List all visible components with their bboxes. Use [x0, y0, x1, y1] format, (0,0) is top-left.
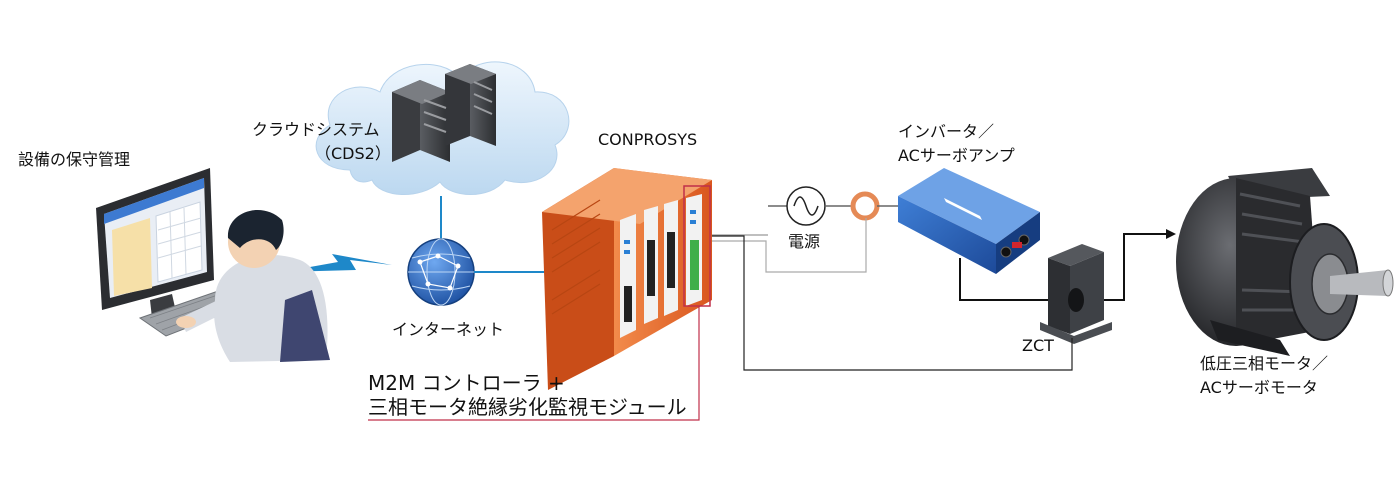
internet-label: インターネット — [392, 320, 505, 339]
inverter-motor-wire — [959, 233, 1166, 301]
current-sensor-ring-icon — [850, 191, 880, 221]
zct-controller-wire — [712, 235, 1073, 371]
motor-label-line2: ACサーボモータ — [1200, 378, 1318, 397]
inverter-label-line1: インバータ／ — [898, 122, 995, 141]
module-label-line1: M2M コントローラ + — [368, 371, 565, 395]
cloud-system-label: クラウドシステム — [252, 120, 380, 139]
controller-label: CONPROSYS — [598, 130, 698, 149]
power-label: 電源 — [788, 232, 821, 251]
cloud-system-sublabel: （CDS2） — [315, 144, 391, 163]
server-rack-icon — [392, 64, 496, 162]
module-callout-line — [368, 306, 700, 421]
maintenance-pc-illustration — [96, 168, 330, 362]
zct-sensor-illustration — [1040, 244, 1112, 344]
sensor-return-wire — [712, 218, 867, 273]
motor-arrowhead — [1166, 229, 1176, 239]
module-highlight-box — [683, 185, 711, 307]
ac-power-source-icon — [786, 186, 826, 226]
cloud-system-illustration — [315, 61, 570, 195]
module-label-line2: 三相モータ絶縁劣化監視モジュール — [368, 395, 687, 419]
zct-label: ZCT — [1022, 336, 1054, 355]
maintenance-label: 設備の保守管理 — [18, 150, 131, 169]
conprosys-controller-illustration — [542, 168, 712, 390]
motor-label-line1: 低圧三相モータ／ — [1200, 354, 1329, 373]
internet-globe-icon — [407, 238, 475, 306]
three-phase-motor-illustration — [1176, 168, 1394, 356]
inverter-label-line2: ACサーボアンプ — [898, 146, 1015, 165]
inverter-servo-amp-illustration — [898, 168, 1040, 274]
